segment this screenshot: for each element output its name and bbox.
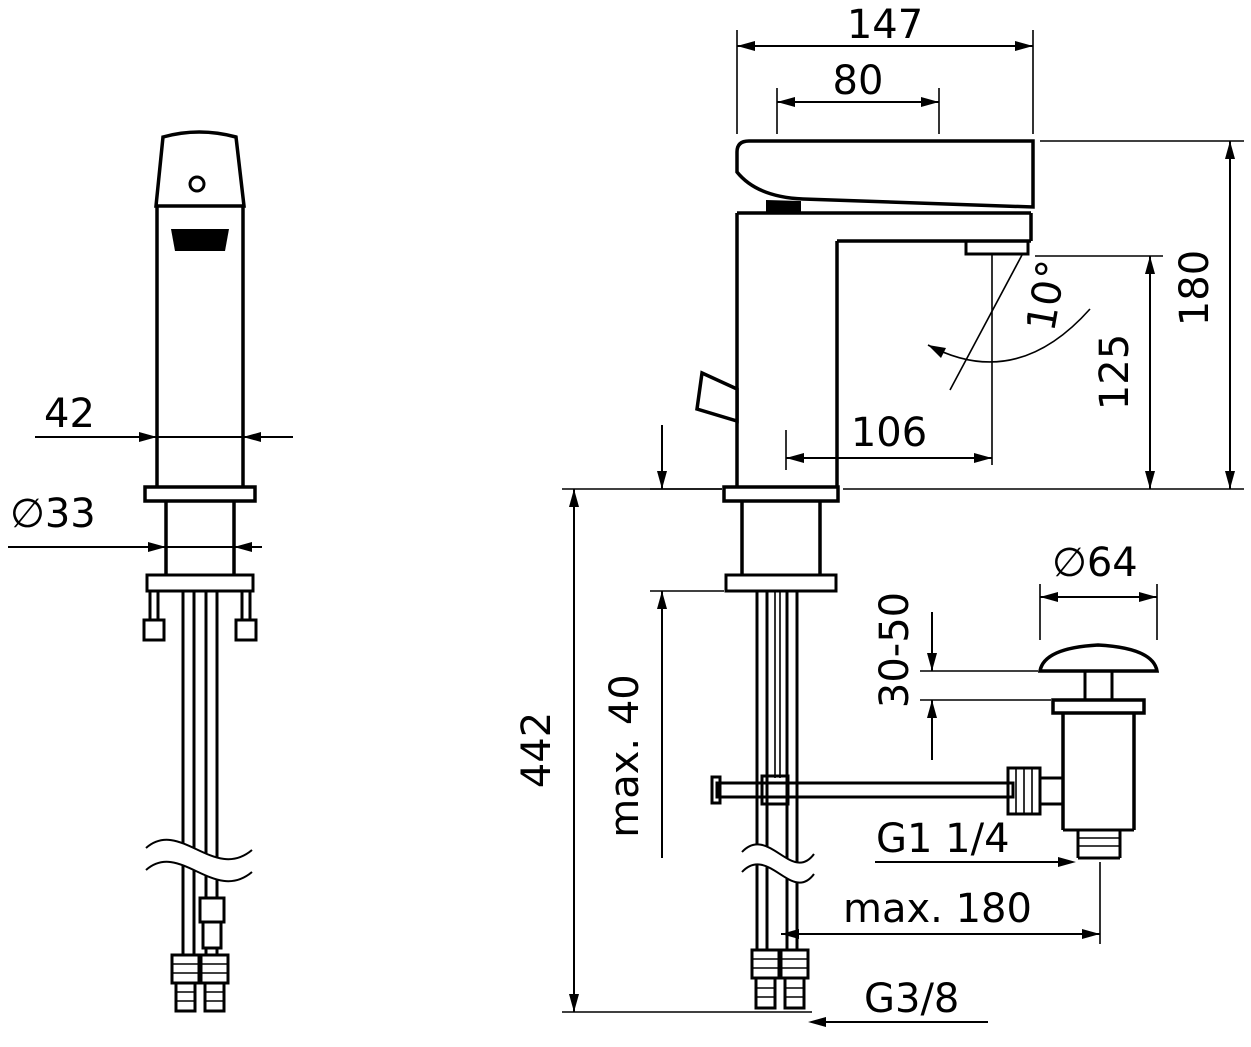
base-flange-front	[722, 485, 840, 503]
dim-label-outlet-angle: 10°	[1018, 257, 1076, 335]
pop-up-linkage	[710, 774, 1015, 806]
dim-outlet-angle: 10°	[927, 254, 1091, 465]
dim-total-height: 180	[843, 140, 1244, 490]
dim-label-deck-thickness: max. 40	[602, 674, 648, 837]
dim-top-width: 147	[736, 2, 1034, 134]
dim-outlet-reach: 106	[785, 410, 992, 470]
base-flange-side	[143, 485, 257, 503]
dim-label-outlet-reach: 106	[851, 410, 927, 456]
dim-label-outlet-height: 125	[1092, 334, 1138, 410]
dim-label-handle-width: 80	[833, 58, 884, 104]
dim-deck-thickness: max. 40	[602, 425, 724, 858]
break-symbol-front	[741, 843, 815, 884]
handle-dot-icon	[188, 175, 206, 193]
dim-body-diameter: ∅33	[8, 491, 262, 552]
dim-hose-length: 442	[514, 488, 812, 1013]
lever-stem	[766, 200, 801, 213]
dim-label-body-diameter: ∅33	[10, 491, 96, 537]
dim-handle-width: 80	[776, 58, 940, 134]
dim-label-hose-length: 442	[514, 712, 560, 788]
side-view: 42 ∅33	[8, 130, 293, 1013]
handle-recess	[171, 229, 229, 251]
pop-up-knob	[695, 370, 739, 424]
dim-label-top-width: 147	[847, 2, 923, 48]
dim-label-hose-thread: G3/8	[864, 976, 959, 1022]
lever-handle	[735, 139, 1035, 209]
callout-hose-thread: G3/8	[808, 976, 988, 1027]
dim-waste-cap-diameter: ∅64	[1039, 540, 1158, 640]
handle-cap-side	[154, 130, 246, 208]
dim-label-waste-offset: max. 180	[843, 886, 1032, 932]
aerator	[964, 239, 1030, 256]
waste-flange	[1051, 698, 1146, 715]
mounting-washer-side	[145, 573, 255, 593]
dim-label-clamping-range: 30-50	[872, 592, 918, 708]
pop-up-waste	[1006, 643, 1160, 860]
dim-body-width: 42	[35, 391, 293, 442]
dim-label-waste-thread: G1 1/4	[876, 816, 1010, 862]
dim-label-body-width: 42	[44, 391, 95, 437]
break-symbol-side	[145, 838, 253, 883]
callout-waste-thread: G1 1/4	[875, 816, 1076, 867]
front-view: 10° 147 80 180	[514, 2, 1244, 1027]
dim-clamping-range: 30-50	[872, 592, 1051, 760]
waste-cap	[1037, 643, 1160, 673]
dim-label-waste-cap-diameter: ∅64	[1052, 540, 1138, 586]
dim-label-total-height: 180	[1172, 250, 1218, 326]
supply-hoses-side	[170, 591, 230, 1013]
supply-hoses-front	[750, 591, 810, 1010]
dim-outlet-height: 125	[1035, 255, 1163, 489]
dim-waste-offset: max. 180	[781, 862, 1101, 944]
mounting-washer-front	[724, 573, 838, 593]
